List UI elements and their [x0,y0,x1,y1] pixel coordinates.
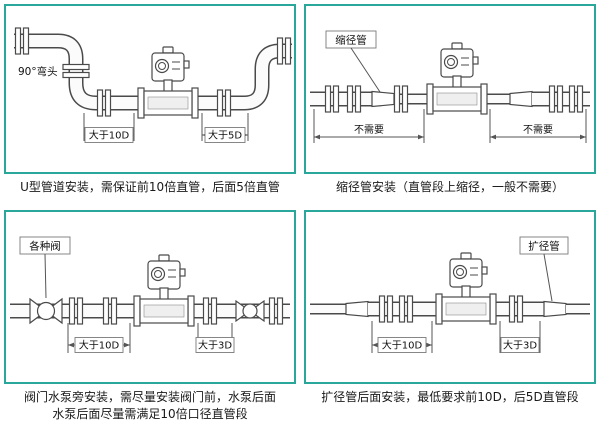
reducer-label: 缩径管 [335,34,367,47]
caption-line: 缩径管安装（直管段上缩径，一般不需要） [335,180,564,194]
dim-back-label: 大于3D [503,339,537,352]
panel-reducer-box: 缩径管 不需要 不需要 [304,4,596,174]
reducer-diagram: 缩径管 不需要 不需要 [310,30,590,143]
panel-u-pipe-caption: U型管道安装，需保证前10倍直管，后面5倍直管 [4,174,296,195]
caption-line: U型管道安装，需保证前10倍直管，后面5倍直管 [20,180,280,194]
dim-front-label: 不需要 [354,124,384,136]
part-label: 各种阀 [19,236,71,299]
dimension-front: 大于10D [83,113,135,143]
caption-line: 扩径管后面安装，最低要求前10D，后5D直管段 [321,390,579,405]
panel-valve-pump-caption: 阀门水泵旁安装，需尽量安装阀门前，水泵后面 水泵后面尽量需满足10倍口径直管段 [4,384,296,421]
panel-u-pipe: 90°弯头 大于10D 大于5D [4,4,296,198]
expander-label: 扩径管 [528,240,560,253]
panel-expander-caption: 扩径管后面安装，最低要求前10D，后5D直管段 [304,384,596,405]
panel-expander-box: 扩径管 大于10D [304,210,596,385]
valve [235,300,265,323]
panel-valve-pump-box: 各种阀 大于10D [4,210,296,385]
dim-back-label: 大于3D [198,339,232,352]
panel-u-pipe-box: 90°弯头 大于10D 大于5D [4,4,296,174]
dimension-back: 大于3D [195,323,235,354]
caption-line: 水泵后面尽量需满足10倍口径直管段 [52,406,248,421]
dimension-back: 大于3D [499,321,541,354]
u-pipe-diagram: 90°弯头 大于10D 大于5D [14,27,292,143]
dimension-front: 大于10D [67,323,131,354]
dimension-front: 不需要 [313,109,425,143]
dim-back-label: 不需要 [523,124,553,136]
valves-label: 各种阀 [29,240,61,253]
dimension-back: 大于5D [201,113,249,143]
panel-reducer-caption: 缩径管安装（直管段上缩径，一般不需要） [304,174,596,195]
valve-pump-diagram: 各种阀 大于10D [10,236,290,354]
elbow-label: 90°弯头 [18,65,58,78]
panel-reducer: 缩径管 不需要 不需要 [304,4,596,198]
dim-front-label: 大于10D [382,339,423,352]
panel-expander: 扩径管 大于10D [304,210,596,425]
dimension-front: 大于10D [371,321,433,354]
dimension-back: 不需要 [489,109,587,143]
part-label: 扩径管 [519,236,569,302]
caption-line: 阀门水泵旁安装，需尽量安装阀门前，水泵后面 [23,390,276,405]
expander-diagram: 扩径管 大于10D [310,236,590,354]
part-label: 缩径管 [325,30,381,93]
valve [29,298,63,325]
dim-back-label: 大于5D [208,129,242,142]
panel-valve-pump: 各种阀 大于10D [4,210,296,425]
dim-front-label: 大于10D [79,339,120,352]
dim-front-label: 大于10D [89,129,130,142]
